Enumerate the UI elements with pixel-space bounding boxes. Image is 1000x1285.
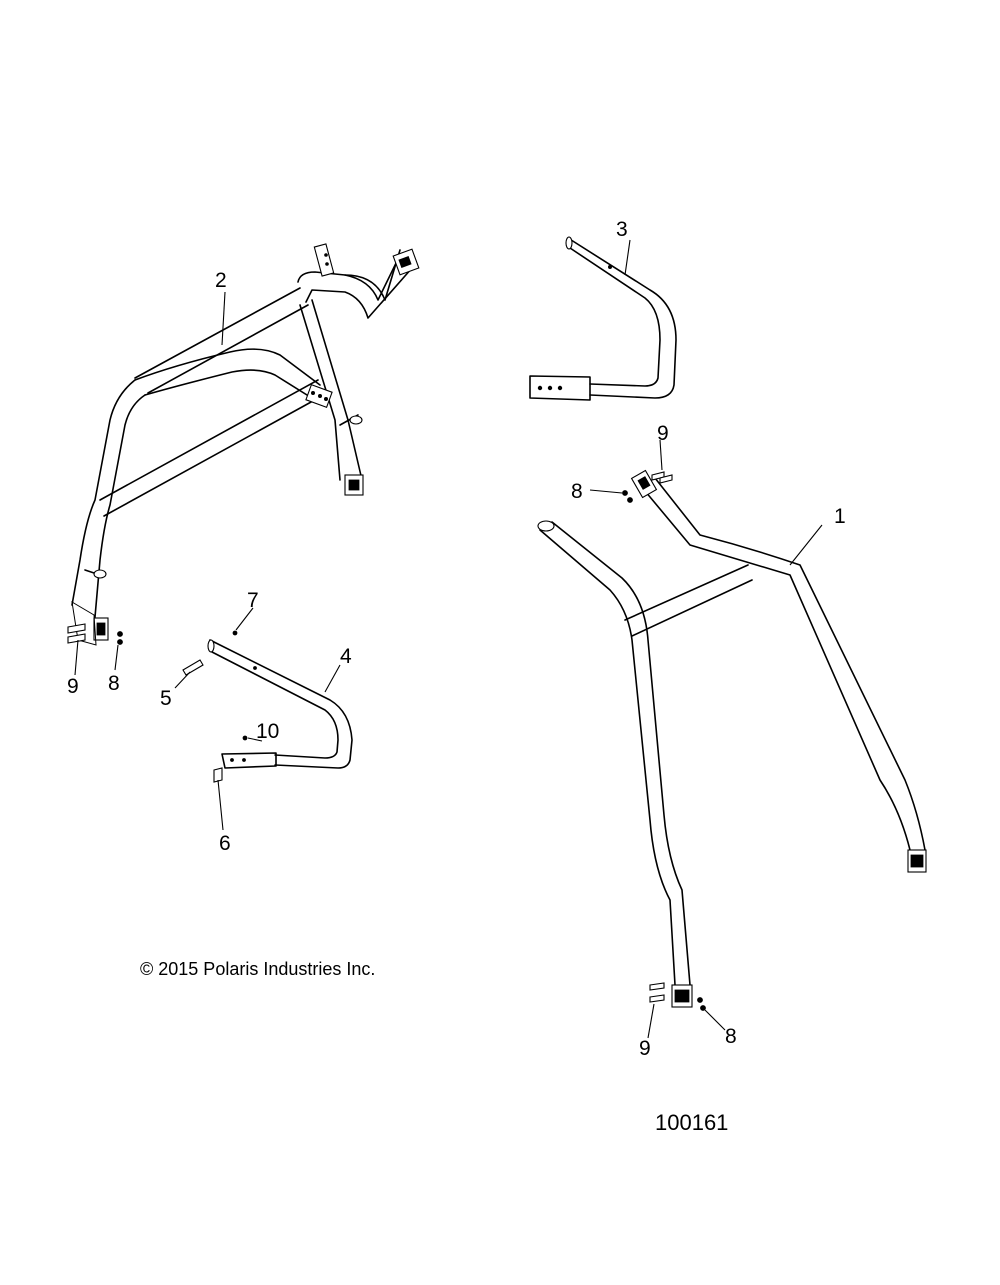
callout-9-top: 9 <box>657 422 669 445</box>
part-2-rear-cage <box>71 243 420 646</box>
callout-3: 3 <box>616 218 628 241</box>
callout-9-left: 9 <box>67 675 79 698</box>
copyright-notice: © 2015 Polaris Industries Inc. <box>140 959 375 979</box>
leader-lines <box>74 239 823 1039</box>
part-4-lower-brace <box>207 639 353 769</box>
callout-10: 10 <box>256 720 279 743</box>
callout-8-bottom: 8 <box>725 1025 737 1048</box>
callout-6: 6 <box>219 832 231 855</box>
part-3-upper-brace <box>529 236 677 401</box>
callout-8-top: 8 <box>571 480 583 503</box>
callout-7: 7 <box>247 589 259 612</box>
callout-9-bottom: 9 <box>639 1037 651 1060</box>
callout-2: 2 <box>215 269 227 292</box>
callout-1: 1 <box>834 505 846 528</box>
part-1-front-cage <box>537 469 927 1008</box>
callout-5: 5 <box>160 687 172 710</box>
hardware-items <box>67 471 706 1011</box>
callout-4: 4 <box>340 645 352 668</box>
callout-labels: 1 2 3 4 5 6 7 8 8 8 9 9 9 10 <box>67 218 846 1060</box>
callout-8-left: 8 <box>108 672 120 695</box>
figure-number: 100161 <box>655 1110 728 1135</box>
